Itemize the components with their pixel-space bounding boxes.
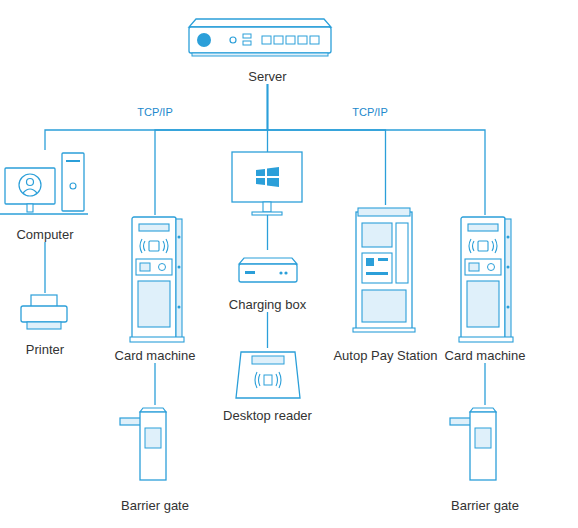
device-label: Server (248, 69, 286, 84)
network-line (268, 84, 486, 215)
printer-illustration (21, 295, 67, 329)
station-screen (362, 223, 392, 247)
printer-body (21, 306, 67, 322)
network-port (262, 36, 271, 44)
device-label: Barrier gate (451, 498, 519, 513)
power-button (230, 37, 236, 43)
user-shoulders (23, 189, 37, 193)
windows-logo (267, 178, 279, 187)
protocol-label: TCP/IP (352, 106, 387, 119)
windows-logo (256, 178, 265, 185)
power-button (70, 183, 76, 189)
reader-display (252, 356, 284, 364)
device-label: Card machine (115, 348, 196, 363)
pay-station-illustration (353, 208, 415, 332)
network-line (268, 84, 386, 205)
box-body (239, 264, 297, 282)
network-port (274, 36, 283, 44)
device-node: Charging box (215, 250, 320, 312)
device-label: Autop Pay Station (333, 348, 437, 363)
device-node: Barrier gate (430, 405, 540, 513)
server-logo (197, 33, 211, 47)
card-machine-illustration (130, 217, 184, 342)
barrier-gate-illustration (120, 408, 166, 480)
device-node: Server (185, 16, 350, 84)
printer-paper (31, 295, 57, 308)
network-line (267, 312, 268, 348)
card-machine-illustration (459, 217, 513, 342)
network-port (298, 36, 307, 44)
server-body (189, 27, 331, 53)
network-port (310, 36, 319, 44)
box-top (239, 258, 297, 264)
computer-illustration (0, 153, 88, 214)
device-label: Card machine (445, 348, 526, 363)
reader-body (236, 352, 300, 398)
drive-slot (66, 160, 80, 162)
charging-box-illustration (239, 258, 297, 282)
windows-logo (267, 167, 279, 176)
station-keypad (362, 253, 392, 283)
device-node: Card machine (430, 215, 540, 363)
printer-tray (27, 322, 61, 329)
desktop-reader-illustration (236, 352, 300, 398)
monitor-stand (27, 204, 33, 212)
server-base (192, 53, 328, 56)
network-line (44, 242, 45, 293)
station-side-panel (396, 223, 408, 283)
network-line (267, 84, 268, 250)
monitor-stand (263, 202, 271, 212)
device-node: Printer (10, 293, 80, 357)
protocol-label: TCP/IP (137, 106, 172, 119)
network-line (484, 363, 485, 405)
box-led (284, 271, 287, 274)
network-line (155, 84, 268, 215)
box-slot (245, 271, 255, 274)
device-label: Charging box (229, 297, 306, 312)
network-line (154, 363, 155, 405)
device-node: Computer (0, 150, 90, 242)
workstation-monitor-illustration (232, 152, 302, 215)
server-top (189, 19, 331, 27)
user-icon (19, 174, 41, 196)
usb-port (243, 34, 251, 38)
station-header (358, 208, 410, 216)
device-node: Desktop reader (205, 348, 330, 423)
device-node: Barrier gate (100, 405, 210, 513)
barrier-gate-illustration (450, 408, 496, 480)
device-label: Barrier gate (121, 498, 189, 513)
station-slot (366, 258, 374, 266)
device-node: Card machine (100, 215, 210, 363)
device-label: Printer (26, 342, 64, 357)
computer-tower (62, 153, 84, 211)
monitor-frame (232, 152, 302, 202)
network-port (286, 36, 295, 44)
server-illustration (189, 19, 331, 56)
station-slot (366, 272, 388, 275)
box-led (279, 271, 282, 274)
computer-monitor (5, 168, 55, 204)
user-head (27, 179, 34, 186)
device-label: Computer (16, 227, 73, 242)
device-node: Autop Pay Station (318, 205, 453, 363)
reader-card (264, 375, 272, 385)
device-label: Desktop reader (223, 408, 312, 423)
windows-logo (256, 169, 265, 176)
usb-port (243, 41, 251, 45)
monitor-base (252, 212, 282, 215)
desk-line (0, 213, 88, 214)
rfid-waves (255, 372, 281, 388)
network-line (45, 84, 268, 150)
station-base (353, 328, 415, 332)
station-lower-panel (362, 290, 406, 322)
station-body (356, 212, 412, 330)
station-slot (378, 258, 388, 261)
